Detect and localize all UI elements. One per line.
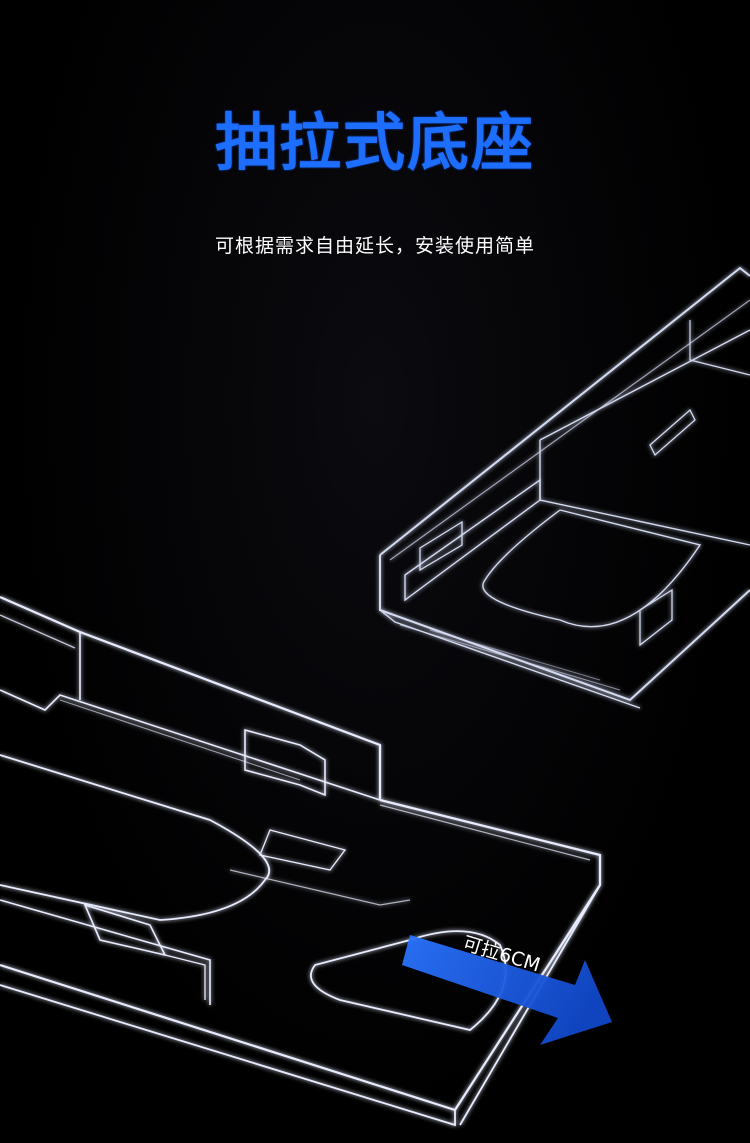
- pull-arrow-icon: [402, 935, 612, 1045]
- page-title: 抽拉式底座: [214, 106, 535, 179]
- page-subtitle: 可根据需求自由延长，安装使用简单: [214, 235, 535, 257]
- upper-acrylic-base: [379, 266, 750, 709]
- lower-acrylic-base: [0, 595, 602, 1127]
